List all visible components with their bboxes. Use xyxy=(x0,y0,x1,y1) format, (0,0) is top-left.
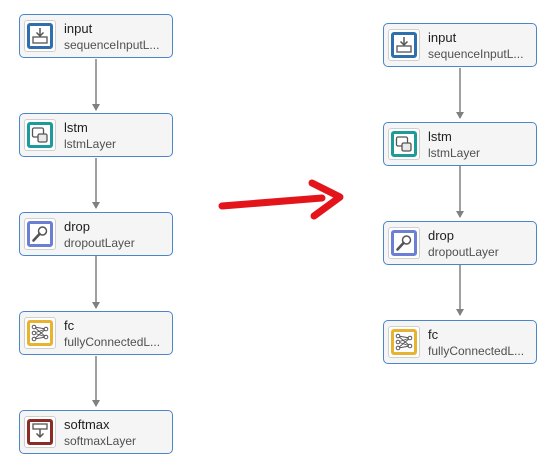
red-arrow-icon xyxy=(218,179,344,220)
layer-type: dropoutLayer xyxy=(428,245,499,259)
lstm-layer-icon xyxy=(388,128,420,160)
layer-node-input[interactable]: input sequenceInputL... xyxy=(383,23,537,67)
dropout-layer-icon xyxy=(388,227,420,259)
layer-type: softmaxLayer xyxy=(64,434,137,448)
layer-type: lstmLayer xyxy=(64,137,117,151)
layer-node-drop[interactable]: drop dropoutLayer xyxy=(383,221,537,265)
layer-name: lstm xyxy=(428,129,452,144)
layer-type: fullyConnectedL... xyxy=(428,344,525,358)
lstm-layer-icon xyxy=(24,119,56,151)
layer-type: fullyConnectedL... xyxy=(64,335,161,349)
layer-node-softmax[interactable]: softmax softmaxLayer xyxy=(19,410,173,454)
layer-type: dropoutLayer xyxy=(64,236,135,250)
fully-connected-layer-icon xyxy=(388,326,420,358)
layer-type: lstmLayer xyxy=(428,146,481,160)
layer-name: drop xyxy=(64,219,91,234)
layer-node-lstm[interactable]: lstm lstmLayer xyxy=(383,122,537,166)
softmax-layer-icon xyxy=(24,416,56,448)
layer-name: input xyxy=(428,30,457,45)
layer-type: sequenceInputL... xyxy=(64,38,160,52)
layer-node-lstm[interactable]: lstm lstmLayer xyxy=(19,113,173,157)
layer-node-fc[interactable]: fc fullyConnectedL... xyxy=(19,311,173,355)
layer-node-input[interactable]: input sequenceInputL... xyxy=(19,14,173,58)
layer-name: fc xyxy=(64,318,75,333)
input-layer-icon xyxy=(388,29,420,61)
fully-connected-layer-icon xyxy=(24,317,56,349)
layer-name: fc xyxy=(428,327,439,342)
layer-type: sequenceInputL... xyxy=(428,47,524,61)
layer-node-drop[interactable]: drop dropoutLayer xyxy=(19,212,173,256)
layer-name: lstm xyxy=(64,120,88,135)
dropout-layer-icon xyxy=(24,218,56,250)
layer-node-fc[interactable]: fc fullyConnectedL... xyxy=(383,320,537,364)
input-layer-icon xyxy=(24,20,56,52)
layer-name: input xyxy=(64,21,93,36)
layer-name: softmax xyxy=(64,417,110,432)
layer-name: drop xyxy=(428,228,455,243)
